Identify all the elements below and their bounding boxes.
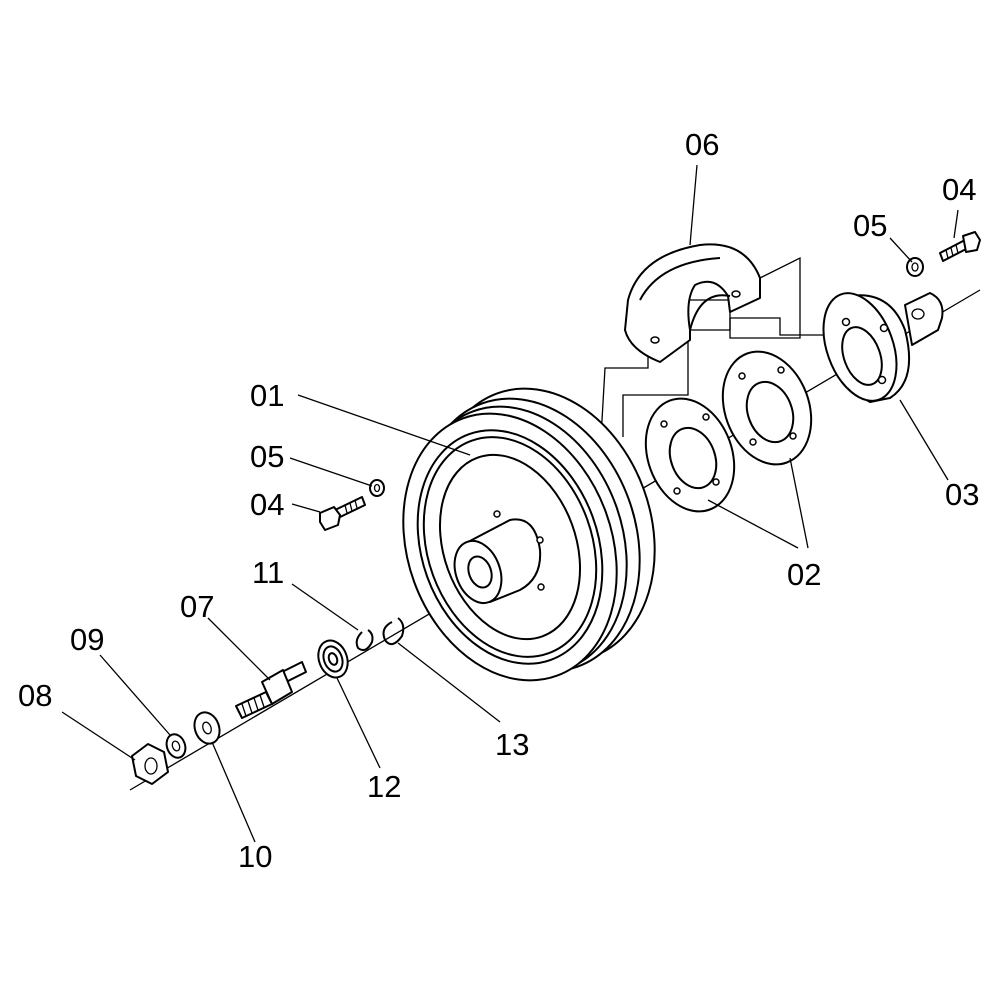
spring-washer (165, 733, 187, 759)
lock-washer-left (369, 479, 385, 497)
lock-washer-right (906, 257, 924, 277)
label-09: 09 (70, 622, 104, 657)
part-labels: 06 04 05 01 05 04 03 02 11 07 09 08 13 1… (18, 127, 979, 874)
label-04-left: 04 (250, 487, 284, 522)
label-05-right: 05 (853, 208, 887, 243)
label-05-left: 05 (250, 439, 284, 474)
stud-shaft (235, 661, 307, 719)
label-07: 07 (180, 589, 214, 624)
flat-washer (193, 711, 221, 745)
label-03: 03 (945, 477, 979, 512)
label-10: 10 (238, 839, 272, 874)
hex-nut (131, 743, 169, 785)
label-04-right: 04 (942, 172, 976, 207)
flange-hub (822, 292, 944, 403)
flat-ring-rear (721, 350, 813, 466)
bolt-right (939, 231, 981, 262)
snap-ring-large (382, 617, 405, 646)
label-02: 02 (787, 557, 821, 592)
label-13: 13 (495, 727, 529, 762)
label-01: 01 (250, 378, 284, 413)
leader-lines (61, 164, 959, 843)
label-12: 12 (367, 769, 401, 804)
label-06: 06 (685, 127, 719, 162)
label-11: 11 (252, 555, 284, 590)
label-08: 08 (18, 678, 52, 713)
pulley (402, 387, 656, 682)
clamp-half (624, 243, 761, 363)
flat-ring-front (644, 397, 736, 513)
bearing (317, 639, 349, 679)
bolt-left (319, 496, 366, 531)
snap-ring-small (355, 629, 374, 651)
